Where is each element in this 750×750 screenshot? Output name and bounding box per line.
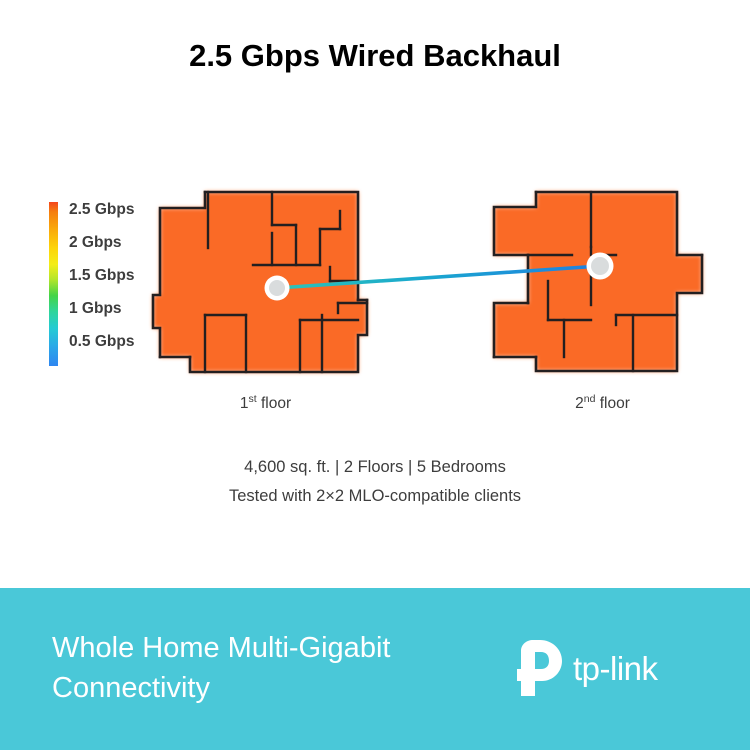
floorplan-coverage-maps: [0, 185, 750, 390]
home-spec-caption: 4,600 sq. ft. | 2 Floors | 5 Bedrooms: [244, 458, 506, 476]
tp-link-logo-svg: tp-link: [517, 640, 659, 696]
floor-2-number: 2: [575, 395, 584, 412]
floor-2-interior-walls: [526, 190, 679, 373]
banner-headline: Whole Home Multi-Gigabit Connectivity: [52, 628, 482, 708]
tp-link-logo-mark: [517, 640, 562, 696]
legend-label: 0.5 Gbps: [69, 333, 135, 350]
tp-link-wordmark-text: tp-link: [573, 650, 659, 687]
backhaul-link-line: [275, 264, 602, 290]
bottom-banner: Whole Home Multi-Gigabit Connectivity tp…: [0, 588, 750, 750]
floor-1-coverage-area: [153, 192, 367, 372]
legend-label: 1 Gbps: [69, 300, 122, 317]
floor-1-plan: [151, 190, 369, 374]
floor-2-plan: [492, 190, 704, 373]
floor-1-number: 1: [239, 395, 249, 412]
legend-label: 1.5 Gbps: [69, 267, 135, 284]
floorplan-svg: [151, 190, 704, 374]
tp-link-wordmark: tp-link: [573, 650, 659, 687]
tp-link-logo: tp-link: [517, 638, 722, 698]
floor-1-walls: [151, 190, 369, 374]
floor-2-label: 2nd floor: [530, 392, 675, 413]
banner-headline-line-2: Connectivity: [52, 672, 210, 704]
floor-2-walls: [492, 190, 704, 373]
banner-headline-line-1: Whole Home Multi-Gigabit: [52, 632, 391, 664]
legend-label: 2.5 Gbps: [69, 201, 135, 218]
legend-label: 2 Gbps: [69, 234, 122, 251]
page-title: 2.5 Gbps Wired Backhaul: [189, 38, 561, 73]
signal-strength-legend: 2.5 Gbps 2 Gbps 1.5 Gbps 1 Gbps 0.5 Gbps: [49, 201, 159, 366]
floor-2-label-tail: floor: [595, 395, 630, 412]
floor-1-label: 1st floor: [193, 392, 338, 413]
floor-1-label-tail: floor: [256, 395, 292, 412]
mesh-node-floor-1[interactable]: [264, 275, 290, 301]
legend-label-list: 2.5 Gbps 2 Gbps 1.5 Gbps 1 Gbps 0.5 Gbps: [69, 196, 164, 372]
legend-gradient-bar: [49, 202, 58, 366]
floor-2-coverage-area: [494, 192, 702, 371]
floor-2-ordinal-suffix: nd: [583, 392, 596, 405]
test-conditions-caption: Tested with 2×2 MLO-compatible clients: [228, 487, 522, 505]
floor-1-ordinal-suffix: st: [248, 392, 257, 405]
mesh-node-floor-2[interactable]: [586, 252, 614, 280]
